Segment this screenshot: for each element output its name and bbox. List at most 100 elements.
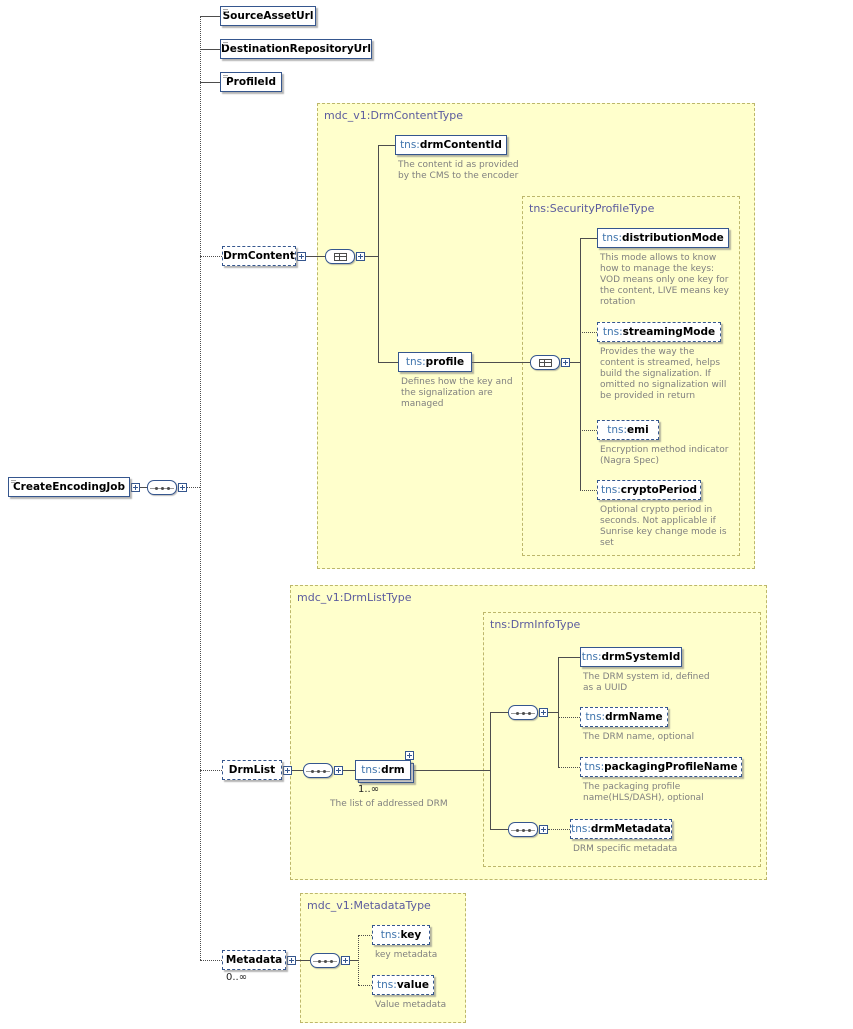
connector-line xyxy=(490,712,508,713)
expand-icon[interactable] xyxy=(334,766,343,775)
element-metadata[interactable]: Metadata xyxy=(222,950,286,970)
element-label: drmMetadata xyxy=(590,823,671,835)
element-label: emi xyxy=(627,424,649,436)
element-icon xyxy=(11,480,16,481)
element-packaging-profile-name[interactable]: tns:packagingProfileName xyxy=(580,757,742,777)
sequence-compositor-icon[interactable] xyxy=(310,953,340,968)
connector-line xyxy=(200,16,220,17)
element-prefix: tns: xyxy=(405,356,426,368)
element-label: CreateEncodingJob xyxy=(12,481,126,493)
sequence-compositor-icon[interactable] xyxy=(303,763,333,778)
element-destination-repository-url[interactable]: DestinationRepositoryUrl xyxy=(220,39,372,59)
region-title: tns:SecurityProfileType xyxy=(529,202,655,215)
region-title: tns:DrmInfoType xyxy=(490,618,581,631)
element-label: DestinationRepositoryUrl xyxy=(221,43,371,55)
expand-icon[interactable] xyxy=(539,825,548,834)
annotation-text: The DRM name, optional xyxy=(583,732,695,742)
element-prefix: tns: xyxy=(380,929,401,941)
element-label: profile xyxy=(425,356,465,368)
element-label: drm xyxy=(381,764,405,776)
multiplicity-label: 0..∞ xyxy=(226,972,248,983)
element-crypto-period[interactable]: tns:cryptoPeriod xyxy=(597,480,701,500)
annotation-text: Defines how the key and the signalizatio… xyxy=(401,377,513,409)
connector-line xyxy=(187,487,200,488)
connector-line xyxy=(200,16,201,960)
expand-icon[interactable] xyxy=(287,956,296,965)
connector-line xyxy=(350,960,358,961)
element-drm-name[interactable]: tns:drmName xyxy=(580,707,668,727)
expand-icon[interactable] xyxy=(539,708,548,717)
element-source-asset-url[interactable]: SourceAssetUrl xyxy=(220,6,316,26)
element-label: cryptoPeriod xyxy=(620,484,698,496)
element-streaming-mode[interactable]: tns:streamingMode xyxy=(597,322,721,342)
element-prefix: tns: xyxy=(600,484,621,496)
annotation-text: This mode allows to know how to manage t… xyxy=(600,253,730,307)
region-title: mdc_v1:DrmListType xyxy=(297,591,412,604)
connector-line xyxy=(296,960,310,961)
sequence-compositor-icon[interactable] xyxy=(530,355,560,370)
expand-icon[interactable] xyxy=(131,483,140,492)
connector-line xyxy=(200,960,222,961)
expand-icon[interactable] xyxy=(356,252,365,261)
element-prefix: tns: xyxy=(607,424,628,436)
element-label: drmContentId xyxy=(419,139,502,151)
annotation-text: The content id as provided by the CMS to… xyxy=(398,160,519,181)
connector-line xyxy=(306,256,325,257)
element-drm-content[interactable]: DrmContent xyxy=(222,246,296,266)
connector-line xyxy=(200,770,222,771)
annotation-text: Encryption method indicator (Nagra Spec) xyxy=(600,445,729,466)
connector-line xyxy=(580,238,581,490)
region-title: mdc_v1:MetadataType xyxy=(307,899,431,912)
connector-line xyxy=(558,717,580,718)
element-drm-list[interactable]: DrmList xyxy=(222,760,282,780)
annotation-text: DRM specific metadata xyxy=(573,844,678,854)
connector-line xyxy=(570,362,580,363)
expand-icon[interactable] xyxy=(178,483,187,492)
connector-line xyxy=(140,487,147,488)
sequence-compositor-icon[interactable] xyxy=(147,480,177,495)
element-icon xyxy=(223,42,228,43)
annotation-text: The DRM system id, defined as a UUID xyxy=(583,672,710,693)
connector-line xyxy=(358,935,359,985)
connector-line xyxy=(358,935,372,936)
sequence-compositor-icon[interactable] xyxy=(325,249,355,264)
element-profile-id[interactable]: ProfileId xyxy=(220,72,282,92)
element-drm-system-id[interactable]: tns:drmSystemId xyxy=(580,647,682,667)
connector-line xyxy=(580,430,597,431)
expand-icon[interactable] xyxy=(405,751,414,760)
expand-icon[interactable] xyxy=(297,252,306,261)
connector-line xyxy=(200,49,220,50)
element-distribution-mode[interactable]: tns:distributionMode xyxy=(597,228,729,248)
connector-line xyxy=(378,145,395,146)
annotation-text: The packaging profile name(HLS/DASH), op… xyxy=(583,782,704,803)
connector-line xyxy=(378,362,398,363)
element-prefix: tns: xyxy=(377,979,397,991)
sequence-compositor-icon[interactable] xyxy=(508,822,538,837)
element-profile[interactable]: tns:profile xyxy=(398,352,472,372)
element-prefix: tns: xyxy=(571,823,591,835)
sequence-compositor-icon[interactable] xyxy=(508,705,538,720)
element-label: ProfileId xyxy=(225,76,276,88)
element-emi[interactable]: tns:emi xyxy=(597,420,659,440)
element-label: value xyxy=(396,979,429,991)
annotation-text: Value metadata xyxy=(375,1000,447,1010)
element-label: distributionMode xyxy=(622,232,724,244)
expand-icon[interactable] xyxy=(561,358,570,367)
element-drm-content-id[interactable]: tns:drmContentId xyxy=(395,135,507,155)
element-drm[interactable]: tns:drm xyxy=(355,760,411,780)
element-icon xyxy=(223,9,228,10)
element-label: key xyxy=(400,929,422,941)
element-label: Metadata xyxy=(225,954,283,966)
region-title: mdc_v1:DrmContentType xyxy=(324,109,463,122)
connector-line xyxy=(490,712,491,829)
expand-icon[interactable] xyxy=(341,956,350,965)
element-value[interactable]: tns:value xyxy=(372,975,434,995)
element-drm-metadata[interactable]: tns:drmMetadata xyxy=(570,819,672,839)
connector-line xyxy=(200,256,222,257)
expand-icon[interactable] xyxy=(283,766,292,775)
element-create-encoding-job[interactable]: CreateEncodingJob xyxy=(8,477,130,497)
connector-line xyxy=(200,82,220,83)
element-key[interactable]: tns:key xyxy=(372,925,430,945)
connector-line xyxy=(558,767,580,768)
